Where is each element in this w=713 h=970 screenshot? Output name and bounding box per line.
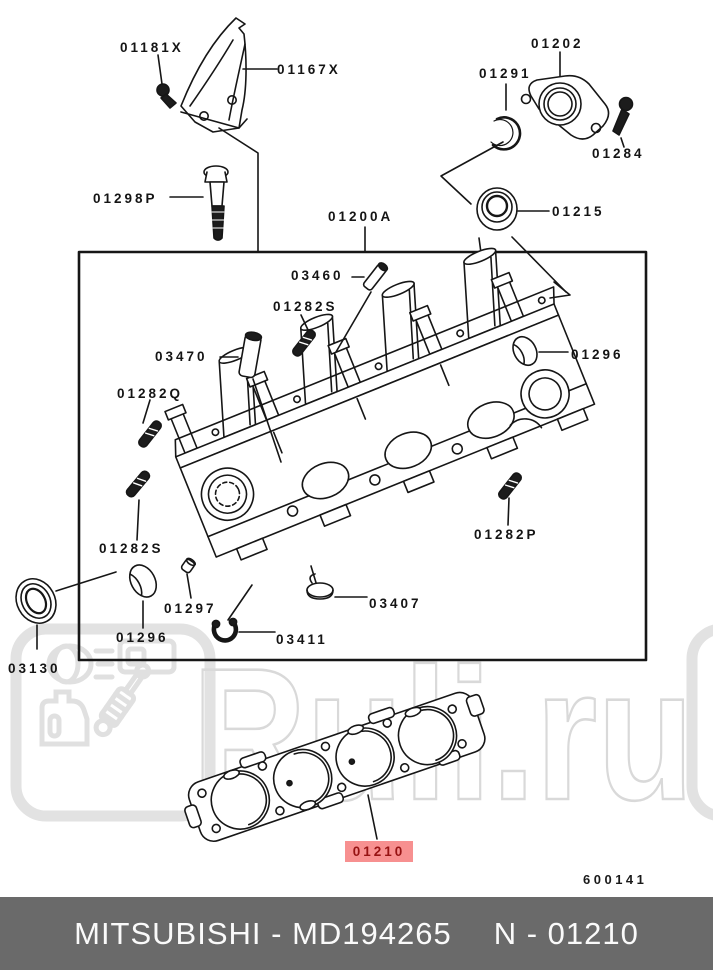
cap-03407: [306, 565, 368, 600]
flange-01202: [520, 51, 610, 140]
stud-01282s-upper: [292, 314, 316, 357]
part-label-01282q: 01282Q: [117, 386, 184, 401]
dowel-03470: [219, 331, 282, 463]
part-label-03407: 03407: [369, 596, 422, 611]
assembly-frame: [77, 250, 648, 662]
ring-03411: [211, 584, 276, 643]
bracket-01167x: [180, 17, 278, 252]
headlight-icon: [46, 643, 115, 685]
bolt-01284: [612, 96, 634, 148]
snap-ring-01291: [440, 83, 522, 205]
bolt-01298p: [169, 165, 229, 241]
part-label-01296-right: 01296: [571, 347, 624, 362]
watermark-tile-right: [686, 624, 713, 821]
cylinder-head-drawing: [164, 247, 596, 561]
bolt-01181x: [156, 54, 177, 109]
part-label-01282s-upper: 01282S: [273, 299, 338, 314]
footer-bar: MITSUBISHI - MD194265 N - 01210: [0, 897, 713, 970]
head-gasket-drawing: [184, 691, 486, 843]
part-label-01181x: 01181X: [120, 40, 184, 55]
stud-01282q: [138, 399, 162, 448]
part-label-01282p: 01282P: [474, 527, 539, 542]
footer-brand-part: MITSUBISHI - MD194265: [74, 915, 452, 951]
sheet-code: 600141: [583, 872, 648, 887]
dowel-03460: [335, 262, 389, 353]
shock-absorber-icon: [93, 662, 152, 738]
cap-01296-right: [512, 335, 569, 367]
watermark-tile: [10, 623, 216, 822]
highlighted-part-label: 01210: [345, 841, 413, 862]
stud-01282p: [498, 472, 522, 526]
part-label-03130: 03130: [8, 661, 61, 676]
part-label-01284: 01284: [592, 146, 645, 161]
part-label-01298p: 01298P: [93, 191, 158, 206]
oil-canister-icon: [39, 689, 90, 747]
seal-03130: [15, 571, 117, 650]
footer-ref: N - 01210: [493, 915, 639, 951]
cap-01296-lower: [128, 564, 158, 629]
part-label-01167x: 01167X: [277, 62, 341, 77]
part-label-01282s-lower: 01282S: [99, 541, 164, 556]
part-label-01215: 01215: [552, 204, 605, 219]
part-label-03411: 03411: [276, 632, 328, 647]
plug-01297: [180, 557, 197, 599]
part-label-01297: 01297: [164, 601, 217, 616]
part-label-01202: 01202: [531, 36, 584, 51]
stud-01282s-lower: [125, 470, 151, 541]
part-label-01296-lower: 01296: [116, 630, 169, 645]
leader-01210: [367, 794, 378, 840]
part-label-03470: 03470: [155, 349, 208, 364]
part-label-03460: 03460: [291, 268, 344, 283]
part-label-01291: 01291: [479, 66, 532, 81]
part-label-01200a: 01200A: [328, 209, 394, 224]
